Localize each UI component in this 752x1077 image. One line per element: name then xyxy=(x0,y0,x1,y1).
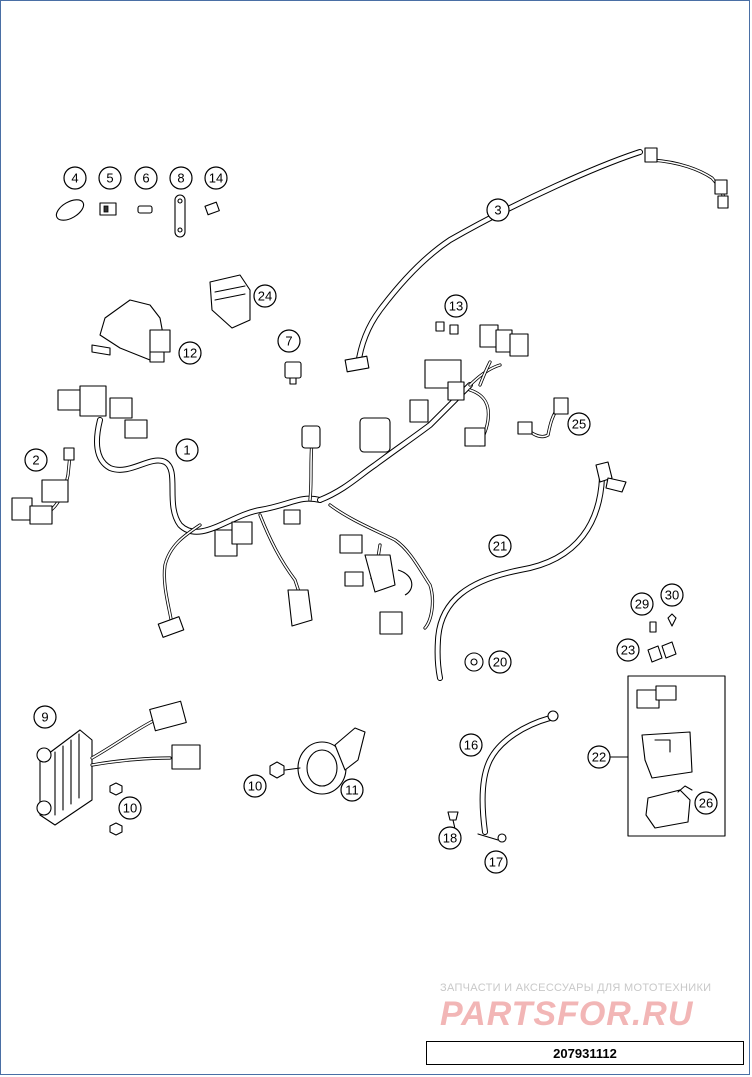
part-6-bulb xyxy=(137,205,153,214)
part-17-washer xyxy=(497,833,507,843)
svg-text:7: 7 xyxy=(285,334,292,349)
callout-16: 16 xyxy=(459,733,483,757)
callout-25: 25 xyxy=(567,412,591,436)
callout-13: 13 xyxy=(444,294,468,318)
part-20-terminal xyxy=(464,652,484,672)
callout-2: 2 xyxy=(24,448,48,472)
part-29-pin xyxy=(649,621,657,633)
svg-text:6: 6 xyxy=(142,171,149,186)
callout-7: 7 xyxy=(277,329,301,353)
callout-11: 11 xyxy=(340,778,364,802)
callout-21: 21 xyxy=(488,534,512,558)
part-14-fuse xyxy=(204,201,220,216)
callout-6: 6 xyxy=(134,166,158,190)
callout-9: 9 xyxy=(33,705,57,729)
svg-text:13: 13 xyxy=(449,299,463,314)
callout-18: 18 xyxy=(438,826,462,850)
part-16-ground-cable xyxy=(477,710,559,841)
part-13-fuses xyxy=(435,321,459,335)
part-2-sensor-lead xyxy=(11,447,75,525)
part-25-lead xyxy=(517,397,569,439)
svg-text:4: 4 xyxy=(71,171,78,186)
svg-text:24: 24 xyxy=(258,289,272,304)
callout-29: 29 xyxy=(630,592,654,616)
callout-10-regulator: 10 xyxy=(118,796,142,820)
callout-23: 23 xyxy=(616,638,640,662)
svg-text:5: 5 xyxy=(106,171,113,186)
svg-text:29: 29 xyxy=(635,597,649,612)
svg-text:10: 10 xyxy=(123,801,137,816)
callout-20: 20 xyxy=(488,650,512,674)
part-7-relay xyxy=(284,361,302,385)
callout-10-horn: 10 xyxy=(243,774,267,798)
svg-text:12: 12 xyxy=(183,346,197,361)
callout-24: 24 xyxy=(253,284,277,308)
callout-8: 8 xyxy=(169,166,193,190)
part-8-strap xyxy=(174,194,186,238)
part-21-battery-cable xyxy=(434,461,627,681)
diagram-code: 207931112 xyxy=(426,1041,744,1065)
svg-text:10: 10 xyxy=(248,779,262,794)
part-11-horn xyxy=(284,727,366,795)
callout-30: 30 xyxy=(660,583,684,607)
callout-17: 17 xyxy=(484,850,508,874)
callout-3: 3 xyxy=(486,198,510,222)
callout-1: 1 xyxy=(175,438,199,462)
svg-text:14: 14 xyxy=(209,171,223,186)
part-4-cable-tie xyxy=(55,199,85,221)
svg-text:30: 30 xyxy=(665,588,679,603)
svg-text:25: 25 xyxy=(572,417,586,432)
part-24-relay-cover xyxy=(209,274,251,329)
svg-text:3: 3 xyxy=(494,203,501,218)
part-10-nut-horn xyxy=(269,761,285,779)
callout-12: 12 xyxy=(178,341,202,365)
part-30-screw xyxy=(667,613,677,627)
svg-text:22: 22 xyxy=(592,750,606,765)
svg-text:17: 17 xyxy=(489,855,503,870)
svg-text:8: 8 xyxy=(177,171,184,186)
callout-14: 14 xyxy=(204,166,228,190)
callout-26: 26 xyxy=(694,791,718,815)
part-3-wire xyxy=(344,147,729,373)
callout-22: 22 xyxy=(587,745,611,769)
svg-text:20: 20 xyxy=(493,655,507,670)
svg-text:18: 18 xyxy=(443,831,457,846)
callout-4: 4 xyxy=(63,166,87,190)
watermark-brand: PARTSFOR.RU xyxy=(440,995,694,1033)
svg-text:11: 11 xyxy=(345,783,359,798)
part-1-main-harness xyxy=(57,359,502,638)
svg-text:21: 21 xyxy=(493,539,507,554)
svg-text:23: 23 xyxy=(621,643,635,658)
part-9-regulator xyxy=(36,700,201,826)
svg-text:9: 9 xyxy=(41,710,48,725)
svg-text:26: 26 xyxy=(699,796,713,811)
part-12-bracket-assembly xyxy=(91,299,171,363)
callout-5: 5 xyxy=(98,166,122,190)
part-13-fuse-box xyxy=(478,324,529,387)
svg-text:16: 16 xyxy=(464,738,478,753)
svg-text:1: 1 xyxy=(183,443,190,458)
part-22-starter-relay-box xyxy=(627,675,726,837)
watermark-tagline: ЗАПЧАСТИ И АКСЕССУАРЫ ДЛЯ МОТОТЕХНИКИ xyxy=(440,982,712,994)
part-26-relay-cap xyxy=(645,785,693,829)
part-5-clip xyxy=(99,202,117,216)
part-10-nut-regulator xyxy=(109,782,123,836)
svg-text:2: 2 xyxy=(32,453,39,468)
part-23-fuses xyxy=(647,641,677,663)
